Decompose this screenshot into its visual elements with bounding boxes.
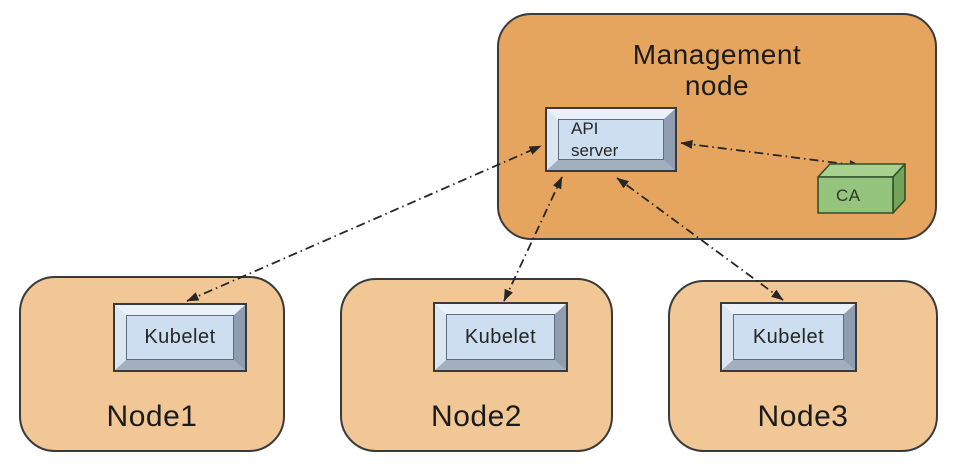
kubelet-box-node3-bevel [722, 304, 855, 370]
kubelet-label-node3: Kubelet [733, 314, 844, 360]
kubelet-box-node3: Kubelet [720, 302, 857, 372]
kubelet-box-node1: Kubelet [113, 303, 247, 372]
kubelet-box-node1-bevel [115, 305, 245, 370]
api-server-label: API server [558, 119, 664, 160]
management-node-title-line1: Management [632, 39, 802, 70]
management-node-title: Management node [499, 39, 935, 102]
node3-label: Node3 [757, 400, 849, 433]
node1-label: Node1 [106, 400, 198, 433]
kubelet-label-node2: Kubelet [446, 314, 555, 360]
api-server-label-line2: server [571, 140, 619, 160]
kubelet-label-node1: Kubelet [126, 315, 234, 360]
kubelet-box-node2: Kubelet [433, 302, 568, 372]
api-server-box: API server [545, 107, 677, 172]
api-server-box-bevel [547, 109, 675, 170]
kubelet-box-node2-bevel [435, 304, 566, 370]
node2-label: Node2 [431, 400, 522, 433]
api-server-label-line1: API [571, 119, 599, 139]
management-node-title-line2: node [684, 70, 750, 102]
